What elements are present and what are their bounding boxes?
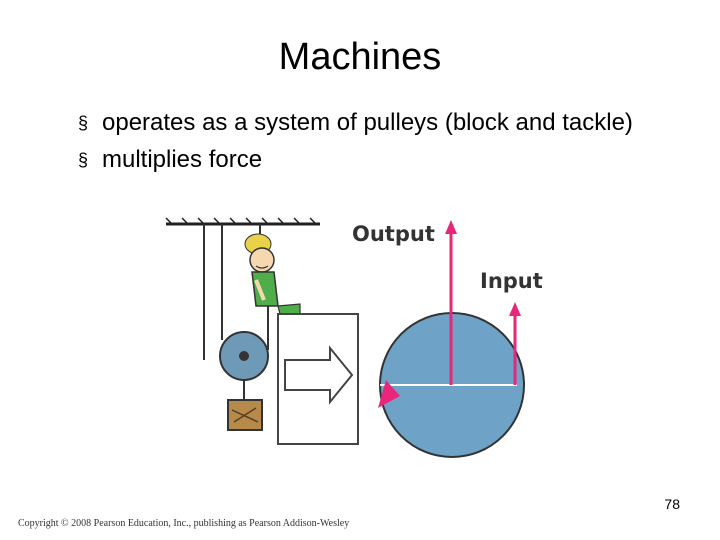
input-label: Input <box>480 269 543 293</box>
slide-title: Machines <box>278 36 442 78</box>
bullet-marker: § <box>78 150 89 170</box>
bullet-item: § operates as a system of pulleys (block… <box>78 108 658 137</box>
ceiling-beam <box>165 217 320 226</box>
output-force-arrow <box>445 220 457 385</box>
bullet-text: multiplies force <box>102 146 263 173</box>
input-force-arrow <box>509 302 521 385</box>
bullet-text: operates as a system of pulleys (block a… <box>102 109 633 136</box>
bullet-marker: § <box>78 113 89 133</box>
hanging-weight <box>227 399 263 431</box>
bullet-list: § operates as a system of pulleys (block… <box>78 108 658 182</box>
pulley-wheel <box>219 331 269 400</box>
copyright-notice: Copyright © 2008 Pearson Education, Inc.… <box>18 518 350 529</box>
page-number: 78 <box>664 496 680 512</box>
output-label: Output <box>352 222 435 246</box>
comparison-arrow-icon <box>284 345 354 405</box>
person-pulling-rope <box>244 233 301 315</box>
pulley-illustration: Output Input <box>165 217 543 458</box>
bullet-item: § multiplies force <box>78 145 658 174</box>
